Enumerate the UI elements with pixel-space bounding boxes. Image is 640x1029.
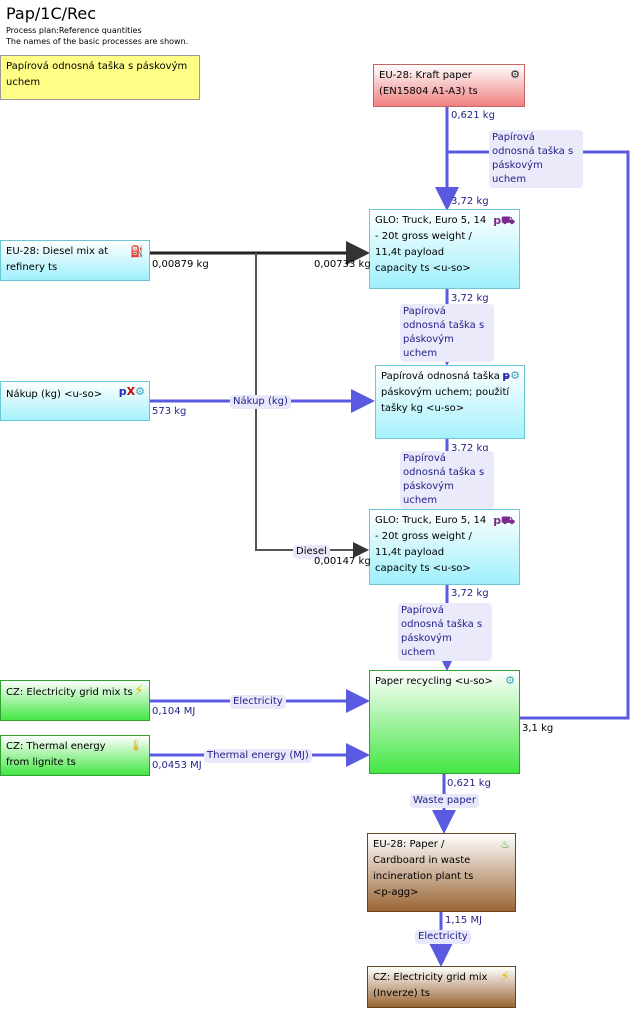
process-thermal-energy[interactable]: CZ: Thermal energy from lignite ts 🌡 xyxy=(0,735,150,776)
lightning-icon: ⚡ xyxy=(500,969,510,985)
page-title: Pap/1C/Rec xyxy=(6,4,97,23)
flow-amount-diesel-truck1: 0,00733 kg xyxy=(314,259,371,270)
flow-amount-diesel: 0,00879 kg xyxy=(152,259,209,270)
flow-label-electricity: Electricity xyxy=(230,695,286,709)
flow-amount-bag-out: 3,72 kg xyxy=(451,443,489,454)
flow-label-bag-3: Papírová odnosná taška s páskovým uchem xyxy=(398,603,492,661)
flow-diesel-truck2 xyxy=(255,253,369,558)
flow-amount-truck1-out: 3,72 kg xyxy=(451,293,489,304)
reference-flow-box[interactable]: Papírová odnosná taška s páskovým uchem xyxy=(0,55,200,100)
gear-icon: ⚙ xyxy=(510,68,520,81)
process-label: GLO: Truck, Euro 5, 14 - 20t gross weigh… xyxy=(375,515,487,574)
truck-icon: p⛟ xyxy=(493,214,515,227)
plan-subtitle: Process plan:Reference quantities xyxy=(6,26,142,35)
thermometer-icon: 🌡 xyxy=(129,739,143,752)
truck-icon: p⛟ xyxy=(493,514,515,527)
flow-label-nakup: Nákup (kg) xyxy=(230,395,291,409)
flow-label-loop: Papírová odnosná taška s páskovým uchem xyxy=(489,130,583,188)
parameter-gear-icon: p⚙ xyxy=(502,369,520,382)
process-incineration[interactable]: EU-28: Paper / Cardboard in waste incine… xyxy=(367,833,516,912)
process-label: Nákup (kg) <u-so> xyxy=(6,389,103,400)
process-truck-1[interactable]: GLO: Truck, Euro 5, 14 - 20t gross weigh… xyxy=(369,209,520,289)
gear-icon: ⚙ xyxy=(505,674,515,687)
process-kraft-paper[interactable]: EU-28: Kraft paper (EN15804 A1-A3) ts ⚙ xyxy=(373,64,525,107)
process-label: GLO: Truck, Euro 5, 14 - 20t gross weigh… xyxy=(375,215,487,274)
flow-amount-thermal: 0,0453 MJ xyxy=(152,760,202,771)
process-label: EU-28: Kraft paper (EN15804 A1-A3) ts xyxy=(379,70,478,97)
flow-amount-diesel-truck2: 0,00147 kg xyxy=(314,556,371,567)
flow-label-waste-paper: Waste paper xyxy=(410,794,479,808)
process-paper-recycling[interactable]: Paper recycling <u-so> ⚙ xyxy=(369,670,520,774)
flow-amount-kraft: 0,621 kg xyxy=(451,110,495,121)
process-electricity-inverse[interactable]: CZ: Electricity grid mix (Inverze) ts ⚡ xyxy=(367,966,516,1008)
flow-label-bag-1: Papírová odnosná taška s páskovým uchem xyxy=(400,304,494,362)
process-label: EU-28: Paper / Cardboard in waste incine… xyxy=(373,839,474,898)
flow-label-thermal: Thermal energy (MJ) xyxy=(204,749,312,763)
plan-note: The names of the basic processes are sho… xyxy=(6,37,189,46)
process-label: CZ: Thermal energy from lignite ts xyxy=(6,741,106,768)
process-label: CZ: Electricity grid mix (Inverze) ts xyxy=(373,972,488,999)
process-truck-2[interactable]: GLO: Truck, Euro 5, 14 - 20t gross weigh… xyxy=(369,509,520,585)
lightning-icon: ⚡ xyxy=(134,683,144,699)
process-electricity[interactable]: CZ: Electricity grid mix ts ⚡ xyxy=(0,680,150,721)
process-nakup[interactable]: Nákup (kg) <u-so> pX⚙ xyxy=(0,381,150,421)
process-label: EU-28: Diesel mix at refinery ts xyxy=(6,246,109,273)
flow-amount-recycling-out: 0,621 kg xyxy=(447,778,491,789)
flow-label-bag-2: Papírová odnosná taška s páskovým uchem xyxy=(400,451,494,509)
flow-amount-incineration: 1,15 MJ xyxy=(445,915,483,926)
process-label: Paper recycling <u-so> xyxy=(375,676,493,687)
process-label: CZ: Electricity grid mix ts xyxy=(6,687,133,698)
flow-amount-truck1-in: 3,72 kg xyxy=(451,196,489,207)
parameter-gear-icon: pX⚙ xyxy=(118,385,145,398)
process-label: Papírová odnosná taška s páskovým uchem;… xyxy=(381,371,510,414)
process-bag-use[interactable]: Papírová odnosná taška s páskovým uchem;… xyxy=(375,365,525,439)
flow-label-diesel: Diesel xyxy=(293,545,330,559)
flow-amount-truck2-out: 3,72 kg xyxy=(451,588,489,599)
process-diesel[interactable]: EU-28: Diesel mix at refinery ts ⛽ xyxy=(0,240,150,281)
flow-amount-nakup: 573 kg xyxy=(152,406,187,417)
fuel-pump-icon: ⛽ xyxy=(130,245,144,258)
flow-label-incineration-electricity: Electricity xyxy=(415,930,471,944)
flame-icon: ♨ xyxy=(500,838,510,851)
reference-flow-label: Papírová odnosná taška s páskovým uchem xyxy=(6,61,188,88)
flow-amount-recycling-loop: 3,1 kg xyxy=(522,723,554,734)
flow-amount-electricity: 0,104 MJ xyxy=(152,706,196,717)
